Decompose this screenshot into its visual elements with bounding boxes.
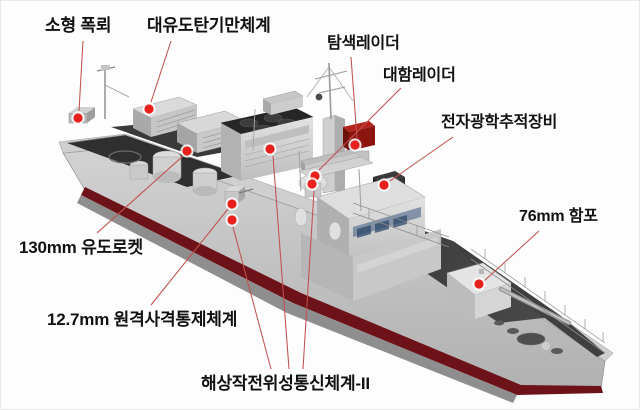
leader-line-small-depth-charge <box>78 40 84 112</box>
callout-markers <box>71 102 486 291</box>
callout-label-search-radar: 탐색레이더 <box>327 35 400 52</box>
naval-gun-76mm-turret <box>446 262 572 326</box>
mast-assembly <box>298 62 375 194</box>
midship-superstructure <box>220 90 314 204</box>
marker-dot-small-depth-charge[interactable] <box>73 113 83 123</box>
marker-dot-maritime-satellite-comms-2[interactable] <box>265 144 275 154</box>
leader-line-guided-rocket-130mm <box>96 155 184 234</box>
callout-label-remote-weapon-station-12-7mm: 12.7mm 원격사격통제체계 <box>47 310 238 329</box>
marker-dot-search-radar[interactable] <box>350 140 360 150</box>
leader-lines <box>78 40 540 370</box>
callout-label-guided-rocket-130mm: 130mm 유도로켓 <box>19 238 143 257</box>
leader-line-maritime-satellite-comms-2 <box>302 190 315 370</box>
leader-line-remote-weapon-station-12-7mm <box>150 208 229 306</box>
leader-line-surface-search-radar <box>318 87 402 171</box>
marker-dot-maritime-satellite-comms-2[interactable] <box>227 215 237 225</box>
callout-label-naval-gun-76mm: 76mm 함포 <box>519 208 598 225</box>
callout-label-anti-missile-decoy-system: 대유도탄기만체계 <box>147 16 271 35</box>
callout-label-surface-search-radar: 대함레이더 <box>383 67 456 84</box>
stern-equipment <box>68 65 246 196</box>
callout-label-maritime-satellite-comms-2: 해상작전위성통신체계-II <box>201 374 370 393</box>
marker-dot-electro-optical-tracking-system[interactable] <box>379 180 389 190</box>
leader-line-search-radar <box>350 56 358 139</box>
marker-dot-naval-gun-76mm[interactable] <box>474 279 484 289</box>
leader-line-anti-missile-decoy-system <box>150 40 172 103</box>
callout-label-small-depth-charge: 소형 폭뢰 <box>45 16 112 35</box>
leader-line-maritime-satellite-comms-2 <box>232 226 272 370</box>
leader-line-maritime-satellite-comms-2 <box>272 155 290 370</box>
leader-line-naval-gun-76mm <box>483 230 540 282</box>
deck-railings <box>66 134 606 354</box>
marker-dot-guided-rocket-130mm[interactable] <box>182 146 192 156</box>
callout-label-electro-optical-tracking-system: 전자광학추적장비 <box>441 114 558 131</box>
foredeck-fittings <box>494 320 563 354</box>
marker-dot-remote-weapon-station-12-7mm[interactable] <box>227 199 237 209</box>
marker-dot-anti-missile-decoy-system[interactable] <box>144 104 154 114</box>
marker-dot-maritime-satellite-comms-2[interactable] <box>307 179 317 189</box>
leader-line-electro-optical-tracking-system <box>389 136 454 182</box>
